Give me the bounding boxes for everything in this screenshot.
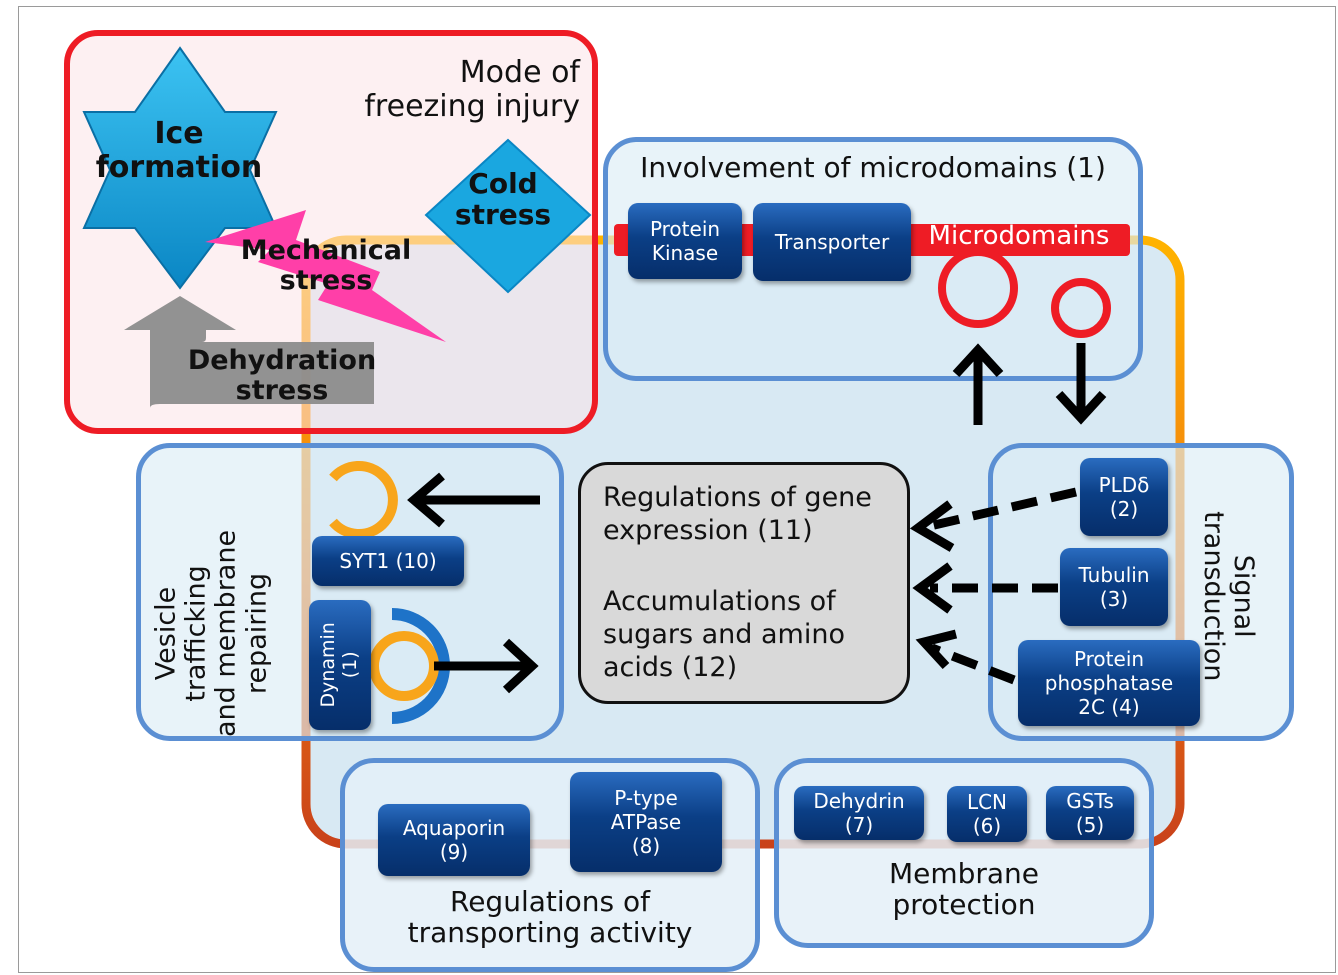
tubulin-arrow-head	[912, 562, 953, 614]
ice-formation-label: Ice formation	[95, 116, 263, 185]
pp2c-box: Protein phosphatase 2C (4)	[1018, 640, 1200, 726]
tubulin-box: Tubulin (3)	[1060, 548, 1168, 626]
protein-kinase-box: Protein Kinase	[628, 203, 742, 279]
pp2c-dashed-arrow	[930, 643, 1016, 685]
microdomains-title: Involvement of microdomains (1)	[640, 151, 1106, 184]
accumulation-text: Accumulations of sugars and amino acids …	[603, 586, 845, 683]
atpase-box: P-type ATPase (8)	[570, 772, 722, 872]
down-arrow-head	[1055, 390, 1107, 425]
mechanical-stress-label: Mechanical stress	[240, 235, 412, 297]
microdomain-vesicle-small	[1051, 278, 1111, 338]
vesicle-right-arrow-head	[502, 638, 539, 694]
pp2c-arrow-head	[915, 629, 958, 670]
ice-star-icon	[82, 46, 278, 290]
cold-diamond-icon	[424, 138, 592, 294]
aquaporin-box: Aquaporin (9)	[378, 804, 530, 876]
pld-arrow-head	[909, 500, 955, 552]
figure-frame	[18, 6, 1336, 973]
transport-title: Regulations of transporting activity	[407, 885, 693, 950]
fusing-vesicle-icon	[329, 461, 398, 539]
central-box	[578, 462, 910, 704]
dynamin-box: Dynamin (1)	[309, 600, 371, 730]
gene-expression-text: Regulations of gene expression (11)	[603, 482, 872, 546]
pld-box: PLDδ (2)	[1080, 458, 1168, 536]
cold-stress-label: Cold stress	[454, 167, 552, 232]
injury-title: Mode of freezing injury	[364, 55, 580, 124]
syt1-box: SYT1 (10)	[312, 536, 464, 586]
dehydration-arrow-icon	[124, 296, 374, 408]
vesicle-left-arrow-head	[407, 472, 445, 528]
microdomains-bar-label: Microdomains	[928, 221, 1110, 251]
membrane-title: Membrane protection	[888, 857, 1040, 922]
gsts-box: GSTs (5)	[1046, 786, 1134, 840]
pld-dashed-arrow	[928, 487, 1078, 531]
lcn-box: LCN (6)	[947, 786, 1027, 842]
up-arrow-head	[952, 343, 1004, 378]
microdomain-vesicle-large	[938, 248, 1018, 328]
transporter-box: Transporter	[753, 203, 911, 281]
dehydration-stress-label: Dehydration stress	[187, 345, 377, 407]
dehydrin-box: Dehydrin (7)	[794, 786, 924, 840]
mechanical-bolt-icon	[205, 210, 446, 342]
